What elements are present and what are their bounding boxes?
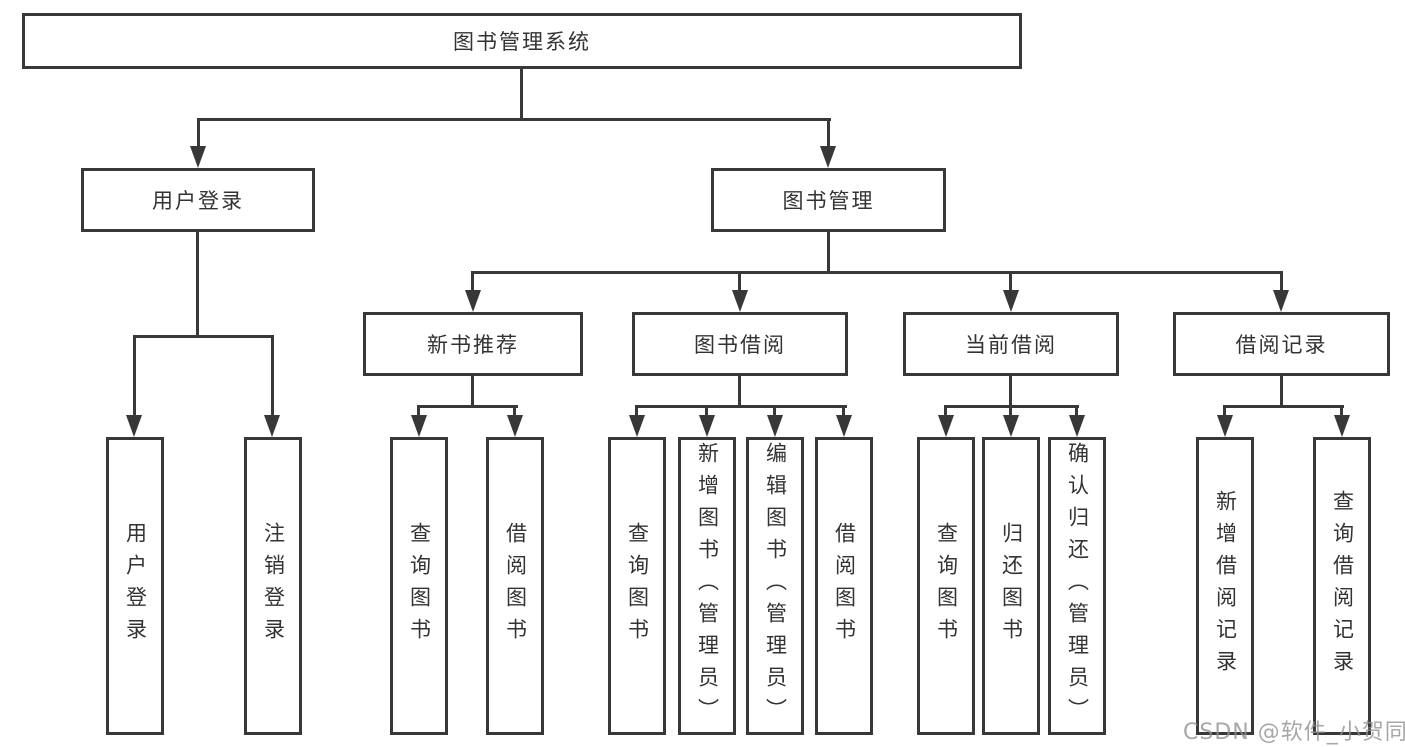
connector-bookmgmt-drop — [827, 232, 830, 271]
leaf-label: 编辑图书（管理员） — [763, 442, 788, 730]
arrow-down-icon — [264, 415, 280, 437]
connector-drop — [738, 376, 741, 405]
node-new-book-recommend: 新书推荐 — [363, 312, 583, 376]
node-book-borrow: 图书借阅 — [632, 312, 848, 376]
arrow-down-icon — [820, 146, 836, 168]
connector-hbar — [946, 405, 1079, 408]
node-user-login: 用户登录 — [81, 168, 315, 232]
node-borrow-records: 借阅记录 — [1173, 312, 1390, 376]
connector-stub — [944, 405, 947, 417]
leaf-add-borrow-record: 新增借阅记录 — [1196, 437, 1254, 735]
connector-userlogin-hbar — [133, 335, 274, 338]
arrow-down-icon — [190, 146, 206, 168]
leaf-label: 借阅图书 — [832, 522, 857, 650]
connector-stub — [1223, 405, 1226, 417]
connector-stub — [513, 405, 516, 417]
node-current-borrow-label: 当前借阅 — [965, 333, 1057, 357]
leaf-edit-book-admin: 编辑图书（管理员） — [746, 437, 804, 735]
connector-stub — [1280, 271, 1283, 292]
connector-bookmgmt-hbar — [471, 271, 1283, 274]
node-root-label: 图书管理系统 — [453, 30, 591, 54]
arrow-down-icon — [1334, 415, 1350, 437]
arrow-down-icon — [1003, 415, 1019, 437]
arrow-down-icon — [699, 415, 715, 437]
connector-drop — [1280, 376, 1283, 405]
arrow-down-icon — [732, 290, 748, 312]
connector-hbar — [637, 405, 847, 408]
node-book-borrow-label: 图书借阅 — [694, 333, 786, 357]
connector-stub — [738, 271, 741, 292]
node-book-mgmt: 图书管理 — [711, 168, 946, 232]
csdn-watermark: CSDN @软件_小贺同学 — [1183, 720, 1405, 745]
arrow-down-icon — [1217, 415, 1233, 437]
arrow-down-icon — [1273, 290, 1289, 312]
connector-hbar — [1225, 405, 1344, 408]
leaf-label: 查询借阅记录 — [1330, 490, 1355, 682]
connector-root-drop — [520, 69, 523, 118]
arrow-down-icon — [126, 415, 142, 437]
connector-stub — [471, 271, 474, 292]
leaf-label: 归还图书 — [999, 522, 1024, 650]
arrow-down-icon — [767, 415, 783, 437]
connector-userlogin-drop — [196, 232, 199, 335]
leaf-return-book: 归还图书 — [982, 437, 1040, 735]
leaf-query-borrow-record: 查询借阅记录 — [1313, 437, 1371, 735]
arrow-down-icon — [938, 415, 954, 437]
leaf-label: 新增借阅记录 — [1213, 490, 1238, 682]
connector-drop — [471, 376, 474, 405]
arrow-down-icon — [465, 290, 481, 312]
connector-stub — [635, 405, 638, 417]
leaf-logout: 注销登录 — [244, 437, 302, 735]
leaf-query-book-1: 查询图书 — [390, 437, 448, 735]
connector-stub — [773, 405, 776, 417]
leaf-user-login: 用户登录 — [106, 437, 164, 735]
arrow-down-icon — [629, 415, 645, 437]
connector-hbar — [419, 405, 518, 408]
connector-stub — [1009, 271, 1012, 292]
arrow-down-icon — [411, 415, 427, 437]
connector-root-hbar — [197, 118, 831, 121]
connector-stub — [271, 335, 274, 417]
node-new-book-recommend-label: 新书推荐 — [427, 333, 519, 357]
node-current-borrow: 当前借阅 — [903, 312, 1119, 376]
leaf-confirm-return-admin: 确认归还（管理员） — [1048, 437, 1106, 735]
connector-userlogin-stub — [197, 118, 200, 150]
leaf-label: 确认归还（管理员） — [1065, 442, 1090, 730]
leaf-borrow-book-2: 借阅图书 — [815, 437, 873, 735]
connector-stub — [1340, 405, 1343, 417]
leaf-label: 查询图书 — [934, 522, 959, 650]
leaf-label: 注销登录 — [261, 522, 286, 650]
connector-stub — [705, 405, 708, 417]
leaf-borrow-book-1: 借阅图书 — [486, 437, 544, 735]
arrow-down-icon — [836, 415, 852, 437]
node-user-login-label: 用户登录 — [152, 189, 244, 213]
node-borrow-records-label: 借阅记录 — [1235, 333, 1328, 357]
connector-stub — [1075, 405, 1078, 417]
connector-drop — [1009, 376, 1012, 405]
connector-stub — [1009, 405, 1012, 417]
arrow-down-icon — [507, 415, 523, 437]
connector-bookmgmt-stub — [827, 118, 830, 150]
leaf-label: 用户登录 — [123, 522, 148, 650]
connector-stub — [133, 335, 136, 417]
leaf-label: 查询图书 — [625, 522, 650, 650]
leaf-label: 新增图书（管理员） — [695, 442, 720, 730]
node-root: 图书管理系统 — [22, 13, 1022, 69]
connector-stub — [417, 405, 420, 417]
leaf-add-book-admin: 新增图书（管理员） — [678, 437, 736, 735]
connector-stub — [842, 405, 845, 417]
arrow-down-icon — [1069, 415, 1085, 437]
leaf-query-book-2: 查询图书 — [608, 437, 666, 735]
arrow-down-icon — [1003, 290, 1019, 312]
leaf-query-book-3: 查询图书 — [917, 437, 975, 735]
leaf-label: 查询图书 — [407, 522, 432, 650]
leaf-label: 借阅图书 — [503, 522, 528, 650]
node-book-mgmt-label: 图书管理 — [782, 189, 875, 213]
